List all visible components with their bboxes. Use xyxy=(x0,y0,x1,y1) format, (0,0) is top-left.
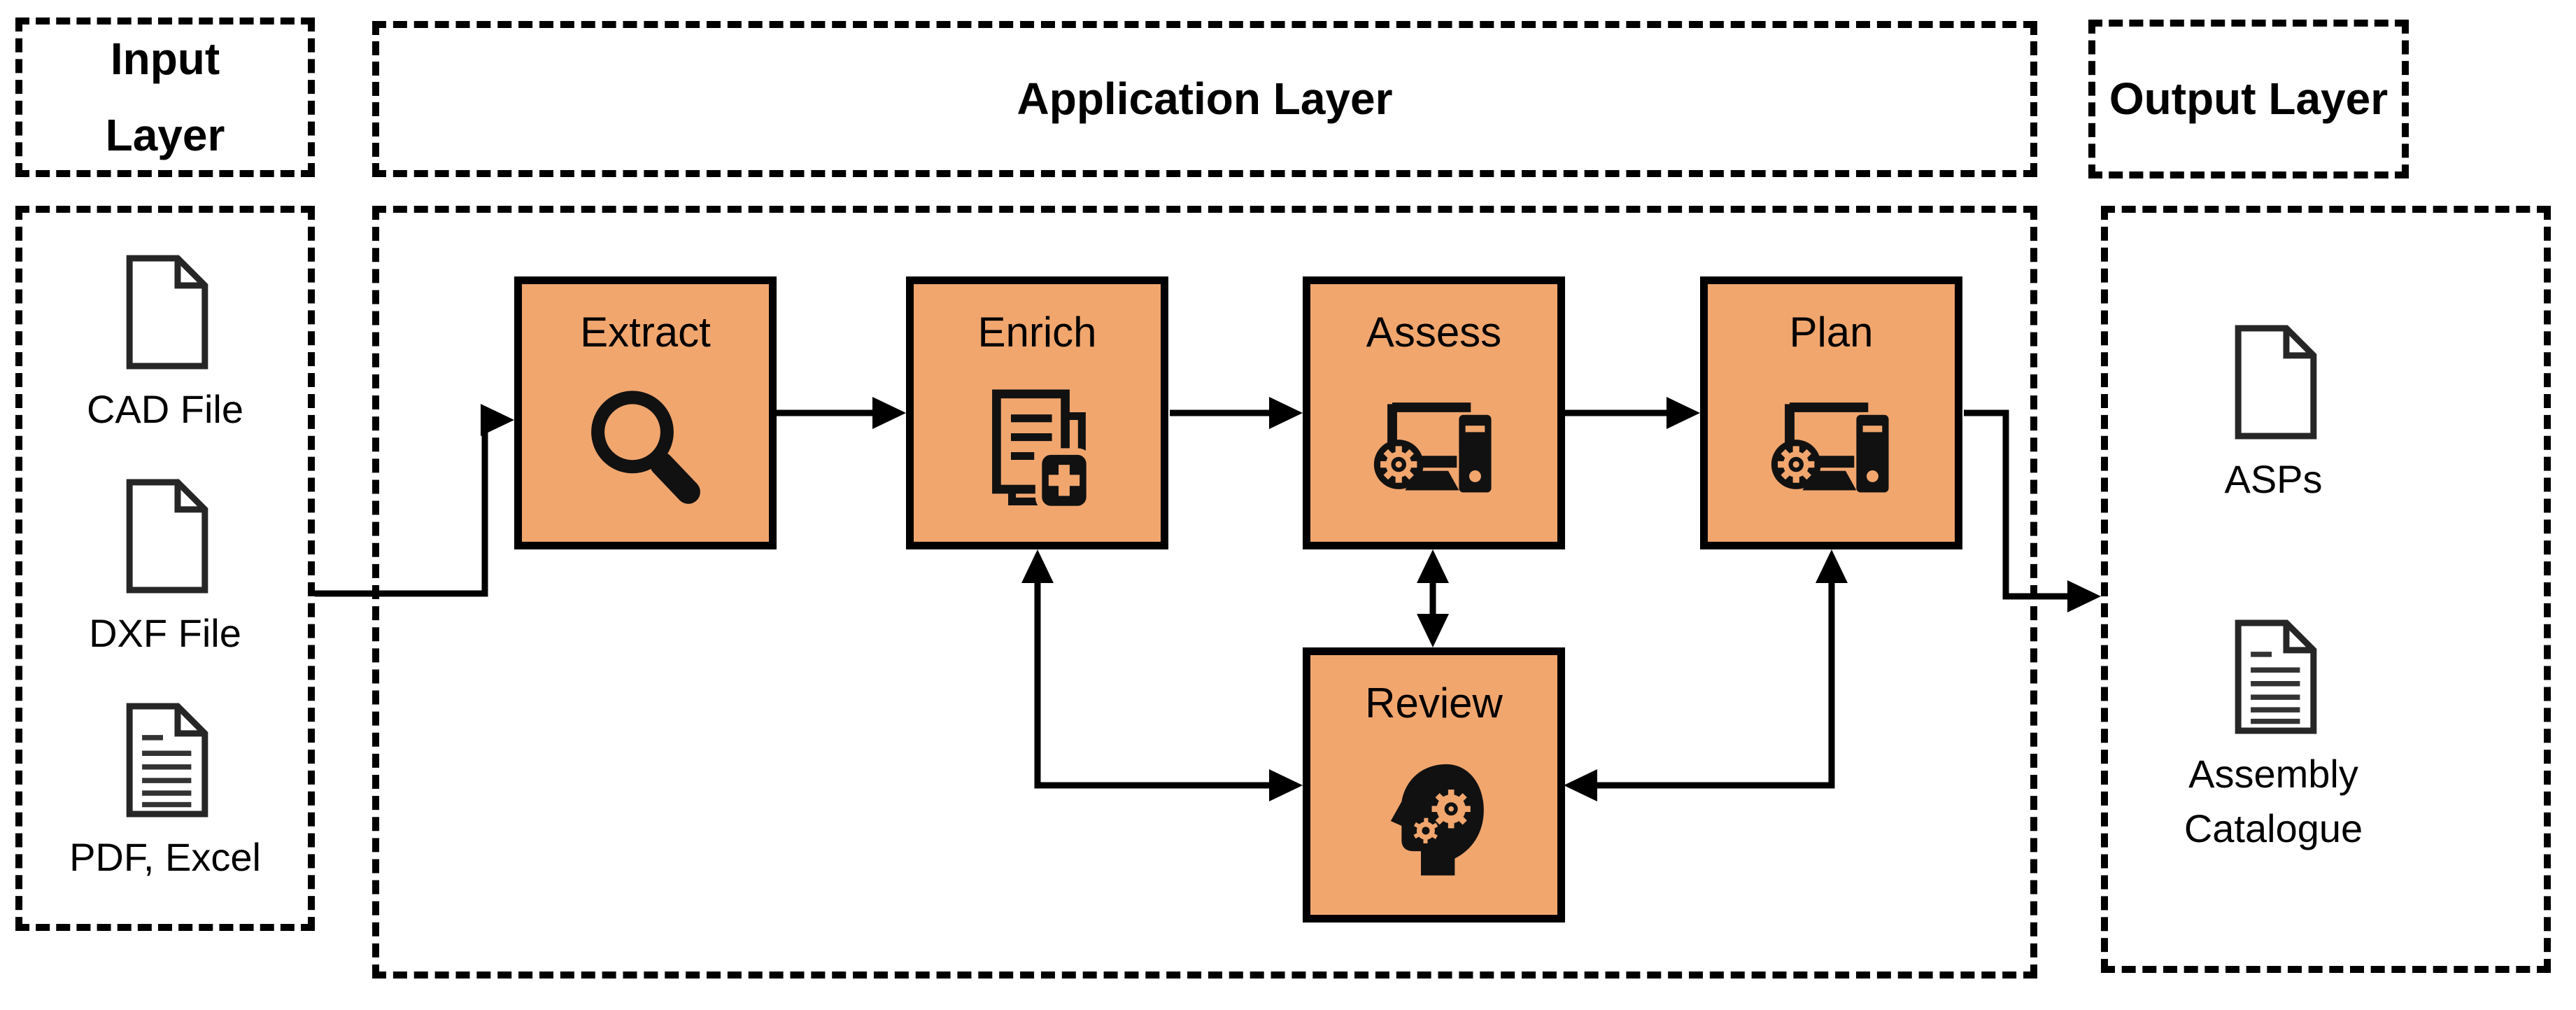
computer-gear-icon xyxy=(1310,356,1557,542)
process-box-review: Review xyxy=(1303,647,1565,923)
computer-gear-icon xyxy=(1708,356,1955,542)
process-label-assess: Assess xyxy=(1366,309,1502,356)
input-layer-header: Input Layer xyxy=(15,17,315,177)
output-item-assembly-catalogue: Assembly Catalogue xyxy=(2134,617,2414,857)
input-item-label: DXF File xyxy=(89,610,241,655)
input-layer-panel: CAD File DXF File PDF, Excel xyxy=(15,206,315,931)
blank-file-icon xyxy=(113,252,218,372)
output-layer-panel: ASPs Assembly Catalogue xyxy=(2101,206,2551,973)
head-gears-icon xyxy=(1310,727,1557,915)
connector-review-to-assess xyxy=(1417,549,1449,647)
blank-file-icon xyxy=(2221,322,2326,442)
process-label-enrich: Enrich xyxy=(977,309,1097,356)
input-item-pdf-excel: PDF, Excel xyxy=(69,700,261,885)
blank-file-icon xyxy=(113,476,218,596)
connector-enrich-to-assess xyxy=(1170,397,1303,429)
magnifier-icon xyxy=(522,356,769,542)
process-box-extract: Extract xyxy=(514,276,777,549)
process-box-enrich: Enrich xyxy=(906,276,1168,549)
output-item-label: ASPs xyxy=(2224,457,2323,502)
input-item-dxf-file: DXF File xyxy=(89,476,241,661)
connector-assess-to-plan xyxy=(1564,397,1700,429)
lines-file-icon xyxy=(113,700,218,820)
process-box-plan: Plan xyxy=(1700,276,1962,549)
process-label-plan: Plan xyxy=(1789,309,1874,356)
output-layer-header: Output Layer xyxy=(2088,20,2409,178)
output-item-asps: ASPs xyxy=(2221,322,2326,507)
document-add-icon xyxy=(914,356,1161,542)
input-layer-title: Input Layer xyxy=(105,34,225,160)
process-label-review: Review xyxy=(1365,680,1503,727)
input-item-label: PDF, Excel xyxy=(69,834,261,879)
process-box-assess: Assess xyxy=(1303,276,1565,549)
connector-review-to-plan xyxy=(1564,549,1848,801)
application-layer-header: Application Layer xyxy=(372,21,2037,177)
connector-plan-to-output xyxy=(1964,409,2101,612)
connector-input-to-extract xyxy=(315,404,514,597)
input-item-cad-file: CAD File xyxy=(87,252,243,437)
input-item-label: CAD File xyxy=(86,386,244,431)
process-label-extract: Extract xyxy=(580,309,711,356)
output-file-stack: ASPs Assembly Catalogue xyxy=(2108,213,2544,966)
output-item-label: Assembly Catalogue xyxy=(2184,751,2363,851)
lines-file-icon xyxy=(2221,617,2326,737)
connector-extract-to-enrich xyxy=(777,397,906,429)
connector-review-to-enrich xyxy=(1021,549,1303,801)
input-file-stack: CAD File DXF File PDF, Excel xyxy=(22,213,308,924)
application-layer-title: Application Layer xyxy=(1017,73,1393,125)
output-layer-title: Output Layer xyxy=(2109,73,2389,125)
